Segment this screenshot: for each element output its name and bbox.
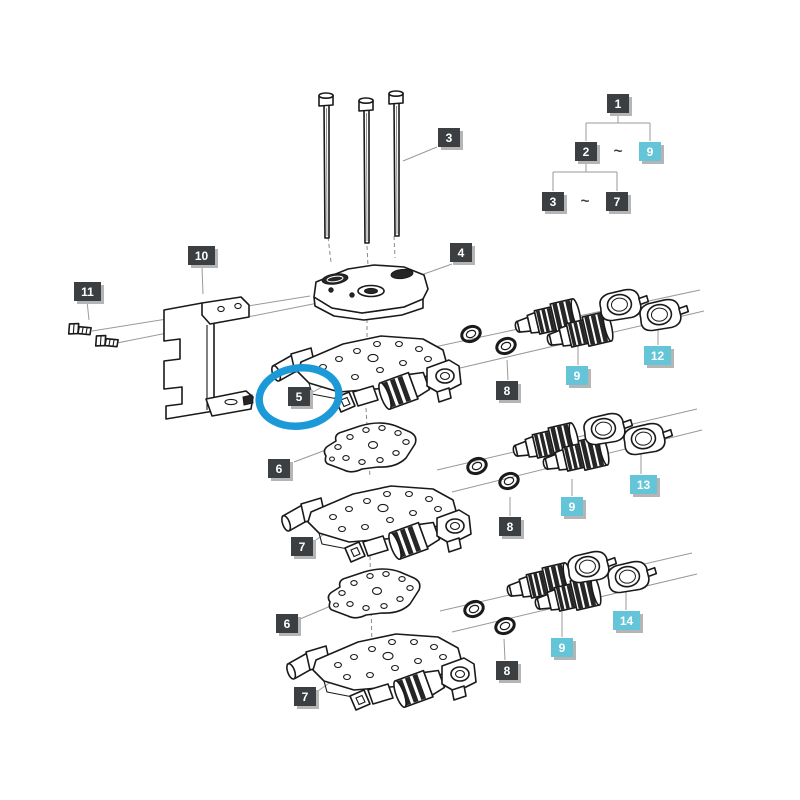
hex-bolt bbox=[358, 97, 374, 244]
end-cover bbox=[313, 264, 429, 321]
callout-8-o-ring-row1: 8 bbox=[496, 381, 518, 400]
tree-node-7: 7 bbox=[606, 192, 628, 211]
tree-range-tilde-lower: ~ bbox=[580, 193, 590, 210]
dust-cap-set bbox=[599, 288, 690, 332]
callout-9-coupler-row1: 9 bbox=[566, 366, 588, 385]
bracket-bolt bbox=[93, 333, 120, 351]
tree-node-3: 3 bbox=[542, 192, 564, 211]
callout-7-valve-sec2: 7 bbox=[291, 537, 313, 556]
callout-12-cap-set: 12 bbox=[644, 346, 671, 365]
callout-10-bracket: 10 bbox=[188, 246, 215, 265]
callout-9-coupler-row2: 9 bbox=[561, 497, 583, 516]
mounting-bracket bbox=[163, 296, 254, 420]
tree-range-tilde-upper: ~ bbox=[613, 143, 623, 160]
hex-bolt bbox=[318, 92, 334, 239]
callout-11-bracket-bolts: 11 bbox=[74, 282, 101, 301]
gasket-plate bbox=[323, 422, 417, 473]
bracket-bolt bbox=[66, 321, 93, 339]
tree-node-9: 9 bbox=[639, 142, 661, 161]
callout-6-gasket-sec2: 6 bbox=[268, 459, 290, 478]
highlight-circle bbox=[255, 363, 343, 431]
callout-13-cap-set: 13 bbox=[630, 475, 657, 494]
legend-tree-connectors bbox=[552, 113, 651, 191]
callout-8-o-ring-row3: 8 bbox=[496, 661, 518, 680]
callout-14-cap-set: 14 bbox=[613, 611, 640, 630]
tree-node-1: 1 bbox=[607, 94, 629, 113]
callout-3-bolts: 3 bbox=[438, 128, 460, 147]
callout-9-coupler-row3: 9 bbox=[551, 638, 573, 657]
hex-bolt bbox=[388, 90, 404, 237]
callout-6-gasket-sec3: 6 bbox=[276, 614, 298, 633]
callout-7-valve-sec3: 7 bbox=[294, 687, 316, 706]
callout-8-o-ring-row2: 8 bbox=[499, 517, 521, 536]
gasket-plate bbox=[327, 568, 421, 619]
callout-5-highlighted-valve: 5 bbox=[288, 387, 310, 406]
callout-4-top-cover: 4 bbox=[450, 243, 472, 262]
tree-node-2: 2 bbox=[575, 142, 597, 161]
